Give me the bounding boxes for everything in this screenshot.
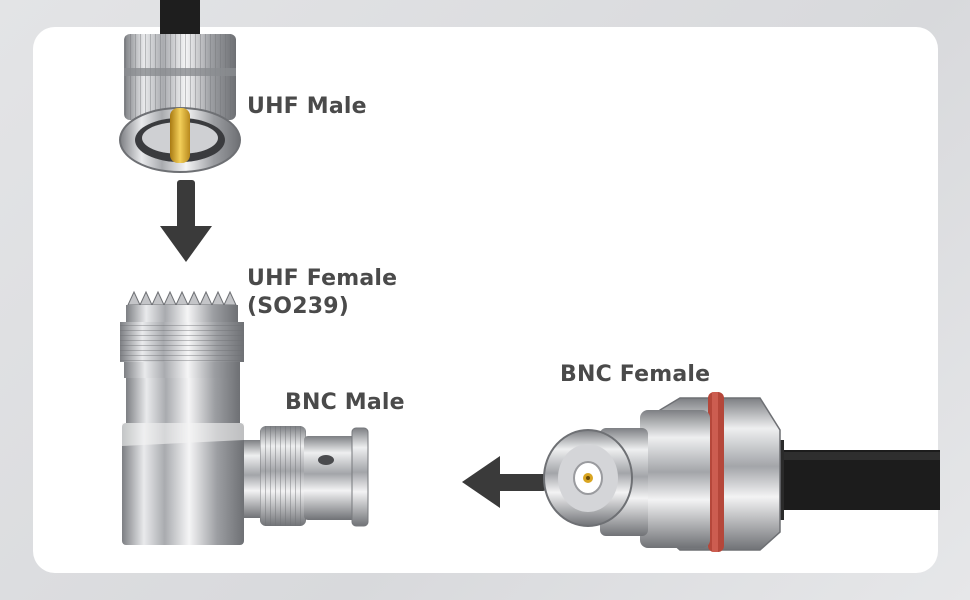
bnc-male-connector	[244, 426, 369, 527]
uhf-male-label: UHF Male	[247, 94, 367, 119]
bnc-female-connector	[543, 392, 940, 552]
uhf-female-adapter	[120, 290, 244, 545]
bnc-male-label: BNC Male	[285, 390, 405, 415]
arrow-down-icon	[160, 180, 212, 262]
uhf-male-connector	[119, 0, 241, 173]
uhf-female-model-label: (SO239)	[247, 294, 349, 319]
uhf-female-label: UHF Female	[247, 266, 398, 291]
bnc-female-label: BNC Female	[560, 362, 711, 387]
arrow-left-icon	[462, 456, 546, 508]
